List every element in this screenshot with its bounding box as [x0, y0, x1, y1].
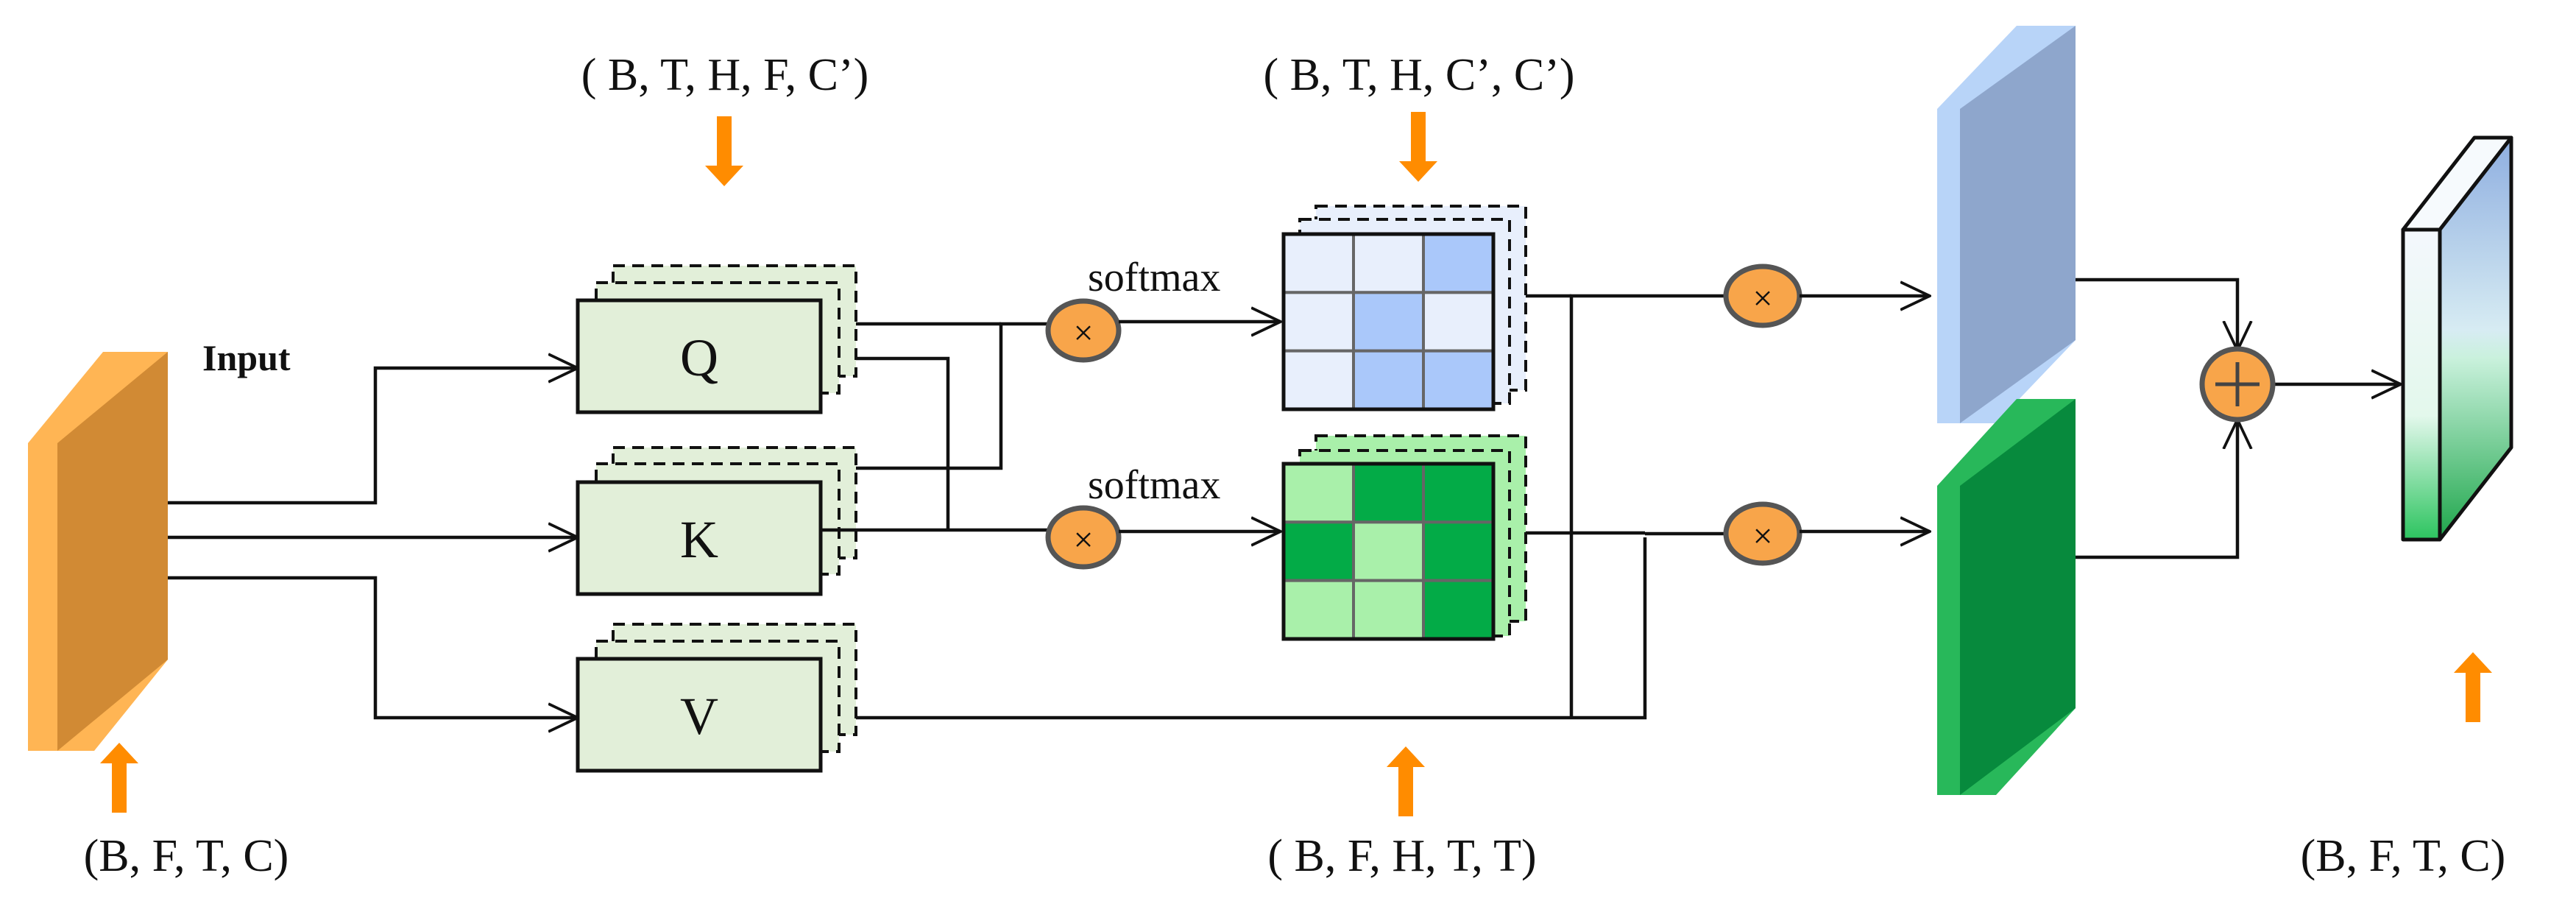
merge-connections — [2076, 278, 2401, 559]
query-to-bottom-multiply — [856, 356, 950, 530]
attention-grid-bottom-cell-0-1 — [1352, 462, 1425, 524]
key-label: K — [680, 510, 718, 569]
input-slab-front — [57, 352, 168, 751]
attention-grid-bottom-cell-2-1 — [1352, 579, 1425, 641]
dims-label-input: (B, F, T, C) — [84, 831, 289, 881]
query-label: Q — [680, 328, 718, 387]
blue-slab-front — [1960, 26, 2076, 423]
multiply-symbol-top: × — [1073, 314, 1093, 353]
value-label: V — [680, 687, 718, 746]
attention-grid-bottom-cell-1-0 — [1282, 520, 1355, 582]
multiply-symbol-bottom: × — [1073, 520, 1093, 559]
down-arrow-qkv-icon — [705, 116, 743, 186]
value-box — [576, 657, 823, 773]
attention-grid-bottom-cell-2-2 — [1422, 579, 1495, 641]
qk-cross-connections — [821, 322, 1049, 532]
output-slab-side — [2401, 227, 2442, 542]
multiply-op-av-bottom: × — [1723, 501, 1802, 566]
multiply-symbol-av-bottom: × — [1752, 517, 1772, 556]
attention-grid-top — [1281, 232, 1496, 411]
orange-arrow-mid-dims — [1387, 746, 1425, 816]
attention-grid-bottom — [1281, 462, 1496, 641]
dims-label-qkv: ( B, T, H, F, C’) — [581, 50, 869, 100]
attention-grid-top-cell-0-0 — [1282, 233, 1355, 294]
orange-arrow-input-dims — [100, 743, 138, 813]
value-trunk-line — [856, 537, 1647, 720]
attention-grid-top-cell-2-1 — [1352, 349, 1425, 411]
blue-feature-slab — [1937, 26, 2076, 423]
attention-grid-top-cell-1-0 — [1282, 291, 1355, 353]
multiply-symbol-av-top: × — [1752, 279, 1772, 318]
attention-grid-top-cell-0-2 — [1422, 233, 1495, 294]
attention-grid-bottom-cell-0-2 — [1422, 462, 1495, 524]
dims-label-output: (B, F, T, C) — [2301, 831, 2506, 881]
softmax-label-top: softmax — [1088, 255, 1220, 300]
key-box — [576, 480, 823, 596]
output-slab-front — [2438, 135, 2513, 542]
attention-grid-top-cell-2-0 — [1282, 349, 1355, 411]
multiply-op-bottom: × — [1045, 505, 1122, 570]
input-to-value-arrow — [168, 576, 578, 718]
multiply-op-av-top: × — [1723, 264, 1802, 328]
value-box-stack: V — [576, 623, 857, 773]
dims-label-attention: ( B, T, H, C’, C’) — [1263, 50, 1574, 100]
orange-arrow-attn-dims — [1399, 112, 1437, 182]
query-box-stack: Q — [576, 264, 857, 414]
attention-grid-top-border — [1281, 232, 1496, 411]
attention-map-bottom — [1281, 434, 1527, 641]
dims-label-mid: ( B, F, H, T, T) — [1267, 831, 1536, 881]
attention-grid-bottom-cell-1-1 — [1352, 520, 1425, 582]
up-arrow-input-icon — [100, 743, 138, 813]
orange-arrow-qkv-dims — [705, 116, 743, 186]
blue-slab-to-adder — [2076, 278, 2237, 350]
add-op — [2199, 346, 2276, 423]
attention-grid-top-cell-1-2 — [1422, 291, 1495, 353]
attention-map-top — [1281, 205, 1527, 411]
value-routing — [856, 294, 1726, 720]
input-to-query-arrow — [168, 368, 578, 505]
up-arrow-mid-icon — [1387, 746, 1425, 816]
key-to-top-multiply — [856, 322, 1049, 470]
key-box-stack: K — [576, 446, 857, 596]
green-feature-slab — [1937, 399, 2076, 795]
down-arrow-attn-icon — [1399, 112, 1437, 182]
softmax-label-bottom: softmax — [1088, 462, 1220, 508]
orange-arrow-output-dims — [2454, 652, 2492, 722]
attention-grid-bottom-cell-1-2 — [1422, 520, 1495, 582]
query-box — [576, 298, 823, 414]
green-slab-front — [1960, 399, 2076, 795]
input-connections — [168, 368, 578, 718]
up-arrow-output-icon — [2454, 652, 2492, 722]
attention-grid-top-cell-0-1 — [1352, 233, 1425, 294]
input-label: Input — [202, 337, 291, 378]
attention-grid-bottom-cell-0-0 — [1282, 462, 1355, 524]
attention-grid-top-cell-1-1 — [1352, 291, 1425, 353]
attention-grid-top-cell-2-2 — [1422, 349, 1495, 411]
value-branch-top — [1569, 294, 1726, 718]
green-slab-to-adder — [2076, 420, 2237, 559]
attention-grid-bottom-border — [1281, 462, 1496, 641]
attention-grid-bottom-cell-2-0 — [1282, 579, 1355, 641]
multiply-op-top: × — [1045, 298, 1122, 363]
input-tensor-slab — [28, 352, 168, 751]
output-tensor-slab — [2401, 135, 2513, 542]
